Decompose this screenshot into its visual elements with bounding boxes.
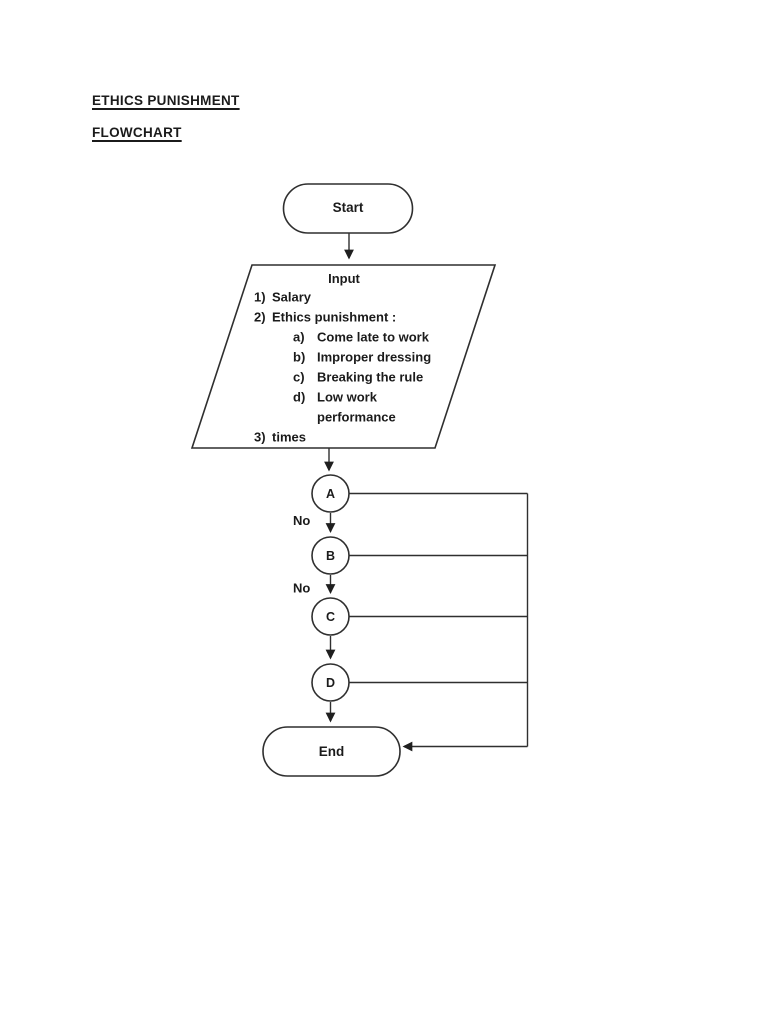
node-c-label: C [326, 610, 335, 624]
page-subtitle: FLOWCHART [92, 125, 182, 140]
input-item-marker: c) [293, 370, 305, 385]
input-item-text: times [272, 430, 306, 445]
input-item-text: performance [317, 410, 396, 425]
end-node-label: End [319, 744, 345, 759]
input-item-text: Improper dressing [317, 350, 431, 365]
branch-no-label: No [293, 581, 310, 596]
input-item-marker: 1) [254, 290, 266, 305]
node-a-label: A [326, 487, 335, 501]
input-item-marker: 2) [254, 310, 266, 325]
page-title: ETHICS PUNISHMENT [92, 93, 240, 108]
input-item-text: Salary [272, 290, 312, 305]
input-item-text: Come late to work [317, 330, 430, 345]
input-item-text: Breaking the rule [317, 370, 423, 385]
input-item-text: Ethics punishment : [272, 310, 396, 325]
branch-no-label: No [293, 513, 310, 528]
start-node-label: Start [333, 200, 364, 215]
node-d-label: D [326, 676, 335, 690]
input-item-marker: d) [293, 390, 305, 405]
input-item-marker: a) [293, 330, 305, 345]
input-item-marker: b) [293, 350, 305, 365]
start-node [282, 183, 414, 234]
input-item-marker: 3) [254, 430, 266, 445]
input-parallelogram [190, 264, 497, 449]
node-b-label: B [326, 549, 335, 563]
input-title: Input [328, 271, 360, 286]
input-item-text: Low work [317, 390, 378, 405]
end-node [262, 726, 401, 777]
